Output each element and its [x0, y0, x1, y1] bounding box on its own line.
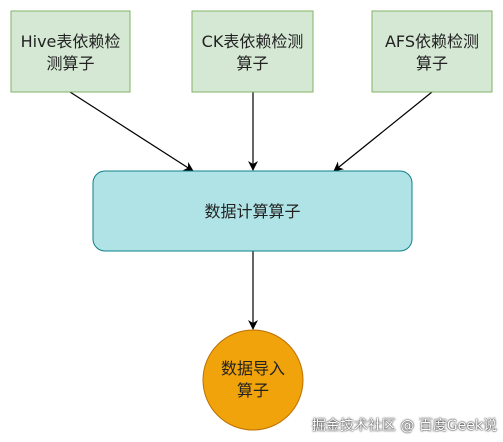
edge-afs-to-compute — [333, 91, 433, 172]
node-afs-label-line1: AFS依赖检测 — [385, 32, 479, 51]
node-ck-label-line2: 算子 — [236, 54, 268, 73]
node-data-compute: 数据计算算子 — [92, 170, 413, 252]
node-hive-label-line1: Hive表依赖检 — [21, 32, 121, 51]
node-import-label-line1: 数据导入 — [221, 359, 285, 378]
node-afs-box — [371, 10, 493, 93]
node-import-label-line2: 算子 — [237, 381, 269, 400]
node-hive-box — [10, 10, 131, 93]
node-ck-dependency-check: CK表依赖检测 算子 — [191, 10, 314, 93]
node-ck-label-line1: CK表依赖检测 — [202, 32, 304, 51]
watermark-text: 掘金技术社区 @ 百度Geek说 — [311, 418, 497, 434]
node-hive-dependency-check: Hive表依赖检 测算子 — [10, 10, 131, 93]
edge-hive-to-compute — [69, 91, 194, 172]
node-afs-dependency-check: AFS依赖检测 算子 — [371, 10, 493, 93]
node-import-circle — [202, 329, 304, 431]
node-compute-label: 数据计算算子 — [204, 202, 300, 221]
node-compute-box — [92, 170, 413, 252]
node-afs-label-line2: 算子 — [416, 54, 448, 73]
node-ck-box — [191, 10, 314, 93]
node-hive-label-line2: 测算子 — [46, 54, 94, 73]
node-data-import: 数据导入 算子 — [202, 329, 304, 431]
